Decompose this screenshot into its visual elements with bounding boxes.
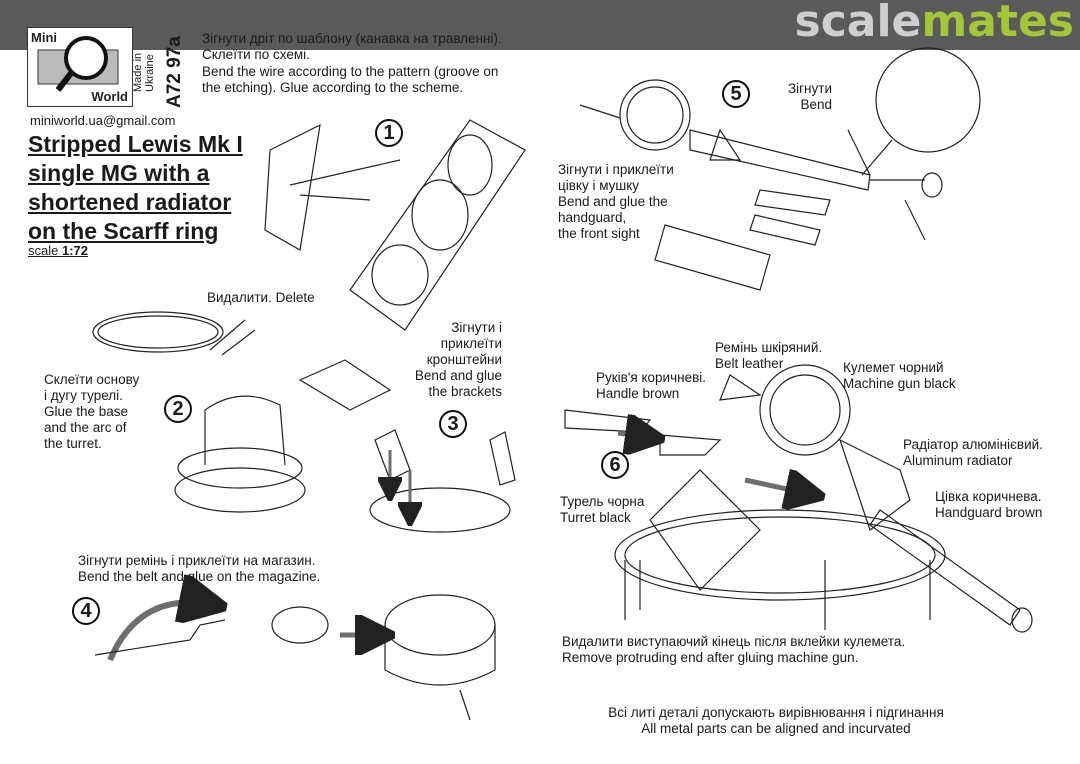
magazine-drawing bbox=[94, 595, 496, 721]
step-5-marker: 5 bbox=[722, 80, 750, 108]
mg-black-note: Кулемет чорний Machine gun black bbox=[843, 360, 956, 391]
top-bar: scalemates bbox=[0, 0, 1080, 50]
brand-text-1: scale bbox=[794, 0, 922, 47]
step-1-marker: 1 bbox=[375, 119, 403, 147]
title-line-2: single MG with a bbox=[28, 160, 210, 186]
handle-note: Руків'я коричневі. Handle brown bbox=[596, 370, 707, 401]
intro-en: Bend the wire according to the pattern (… bbox=[202, 64, 499, 95]
title-line-3: shortened radiator bbox=[28, 189, 232, 215]
title-line-4: on the Scarff ring bbox=[28, 218, 219, 244]
brackets-note: Зігнути і приклеїти кронштейни Bend and … bbox=[414, 320, 502, 399]
turret-ring-drawing bbox=[92, 311, 306, 513]
etching-sheet-drawing bbox=[264, 119, 526, 331]
scale-prefix: scale bbox=[28, 243, 62, 258]
scale-value: 1:72 bbox=[61, 243, 88, 258]
scalemates-logo[interactable]: scalemates bbox=[795, 0, 1075, 47]
metal-parts-note: Всі литі деталі допускають вирівнювання … bbox=[608, 705, 944, 736]
step-4-marker: 4 bbox=[72, 597, 100, 625]
brand-text-2: mates bbox=[921, 0, 1074, 47]
logo-text-world: World bbox=[91, 89, 128, 104]
title-line-1: Stripped Lewis Mk I bbox=[28, 131, 243, 157]
email-text: miniworld.ua@gmail.com bbox=[30, 113, 176, 128]
belt-leather-note: Ремінь шкіряний. Belt leather bbox=[715, 340, 823, 371]
page-title: Stripped Lewis Mk I single MG with a sho… bbox=[28, 130, 243, 246]
radiator-note: Радіатор алюмінієвий. Aluminum radiator bbox=[903, 437, 1043, 468]
intro-ua: Зігнути дріт по шаблону (канавка на трав… bbox=[202, 31, 502, 62]
miniworld-logo: Mini World bbox=[27, 27, 133, 107]
delete-note: Видалити. Delete bbox=[207, 290, 315, 305]
belt-note: Зігнути ремінь і приклеїти на магазин. B… bbox=[78, 553, 321, 584]
barrel-drawing bbox=[579, 47, 981, 291]
brackets-drawing bbox=[298, 359, 516, 533]
turret-note: Турель чорна Turret black bbox=[560, 494, 645, 525]
step-6-marker: 6 bbox=[601, 451, 629, 479]
step-3-marker: 3 bbox=[439, 410, 467, 438]
scale-label: scale 1:72 bbox=[28, 243, 88, 258]
bend-note: Зігнути Bend bbox=[787, 81, 832, 112]
handguard-note: Цівка коричнева. Handguard brown bbox=[935, 489, 1043, 520]
magnifier-icon bbox=[37, 36, 119, 92]
barrel-note: Зігнути і приклеїти цівку і мушку Bend a… bbox=[558, 162, 674, 241]
assembled-mg-drawing bbox=[564, 364, 1033, 633]
logo-text-mini: Mini bbox=[31, 30, 57, 45]
remove-end-note: Видалити виступаючий кінець після вклейк… bbox=[562, 634, 906, 665]
step-2-marker: 2 bbox=[164, 395, 192, 423]
glue-base-note: Склеїти основу і дугу турелі. Glue the b… bbox=[44, 372, 140, 451]
